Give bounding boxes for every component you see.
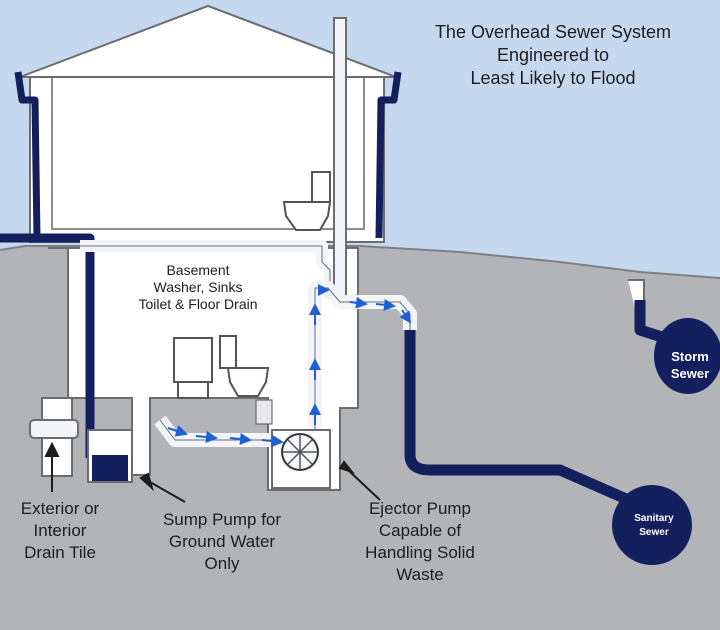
house-drain-pipe-outline [80,245,331,298]
gutter-left [14,71,41,239]
diagram-title: The Overhead Sewer System Engineered to … [434,22,672,88]
sanitary-sewer-label: Sanitary Sewer [634,513,674,538]
toilet-basement-icon [219,335,270,397]
ejector-pump-icon [271,429,331,489]
basement-label: Basement Washer, Sinks Toilet & Floor Dr… [138,262,258,312]
sump-pump-arrow [149,481,186,503]
ejector-pump-arrow [347,469,381,501]
floor-drain-icon [255,399,273,425]
vent-stack [333,17,347,304]
ejector-pump-callout: Ejector Pump Capable of Handling Solid W… [365,499,475,584]
storm-sewer-pipe [634,300,667,344]
sanitary-sewer-pipe [404,330,643,511]
laundry-tub-icon [173,337,213,399]
sump-pump [92,455,128,481]
ground-surface-line [0,245,720,279]
drain-tile-callout: Exterior or Interior Drain Tile [20,499,100,562]
sump-pump-callout: Sump Pump for Ground Water Only [162,510,282,573]
sanitary-sewer-main [612,485,692,565]
callout-arrows [44,441,381,503]
toilet-upstairs-icon [282,171,332,231]
storm-sewer-label: Storm Sewer [670,349,710,381]
flow-arrows [167,284,412,447]
basement-collector-pipe-outline [159,419,295,441]
gutter-right [375,71,402,239]
drain-tile-pipe [29,419,79,439]
storm-sewer-main [654,318,720,394]
downspout-pipe [0,233,95,458]
